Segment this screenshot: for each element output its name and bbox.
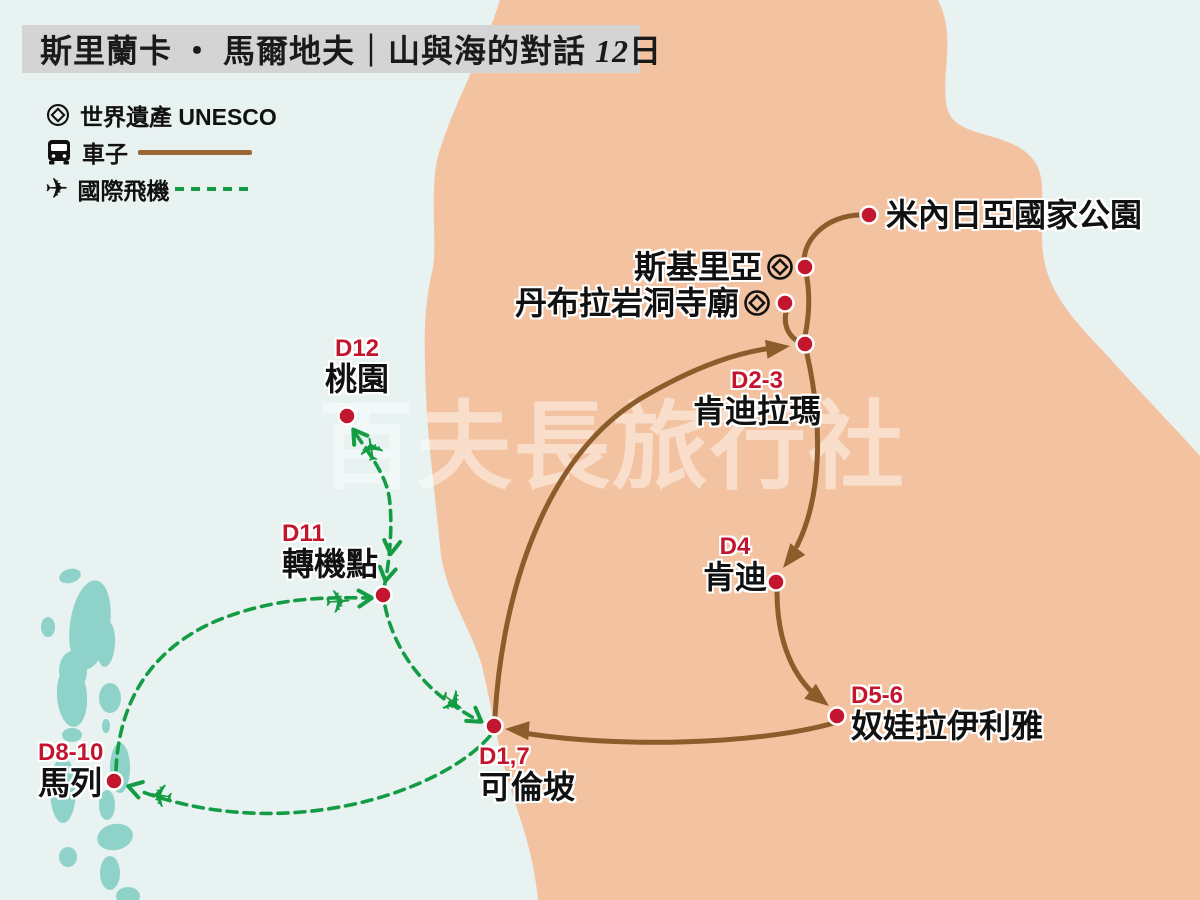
marker-transfer — [373, 585, 393, 605]
marker-dambulla — [775, 293, 795, 313]
location-name: 米內日亞國家公園 — [886, 197, 1143, 233]
arrow-into-taoyuan — [351, 427, 370, 447]
legend-label-bus: 車子 — [82, 141, 128, 167]
location-name: 轉機點 — [282, 545, 379, 582]
arrow-into-colombo-bus — [505, 721, 530, 741]
legend-row-bus: 車子 — [45, 137, 277, 167]
marker-male — [104, 771, 124, 791]
arrow-into-nuwara — [804, 683, 829, 706]
flight-routes — [114, 428, 492, 816]
arrow-into-colombo-flight — [464, 705, 484, 724]
arrow-down-mid — [382, 538, 403, 556]
legend-row-flight: ✈ 國際飛機 — [45, 174, 277, 204]
location-name: 桃園 — [324, 360, 389, 397]
bus-route-kandalama-kandy — [794, 351, 821, 549]
label-nuwara-eliya: D5-6 奴娃拉伊利雅 — [851, 683, 1043, 743]
day-badge: D1,7 — [479, 743, 530, 770]
location-name: 奴娃拉伊利雅 — [851, 707, 1044, 744]
day-badge: D11 — [282, 520, 325, 547]
marker-minneriya — [859, 205, 879, 225]
unesco-icon — [46, 103, 70, 127]
flight-route-transfer-taoyuan — [351, 428, 393, 590]
arrow-into-kandalama — [764, 339, 790, 359]
label-minneriya: 米內日亞國家公園 — [886, 198, 1142, 233]
marker-colombo — [484, 716, 504, 736]
airplane-icon: ✈ — [45, 172, 69, 205]
day-badge: D2-3 — [730, 367, 784, 394]
unesco-icon — [744, 290, 770, 317]
legend-label-unesco: 世界遺產 UNESCO — [80, 104, 277, 130]
map-legend: 世界遺產 UNESCO 車子 ✈ 國際飛機 — [45, 100, 277, 204]
arrow-into-kandy — [783, 543, 806, 568]
arrow-into-male — [126, 780, 145, 800]
bus-route-colombo-kandalama — [492, 345, 775, 719]
bus-route-arrows — [505, 339, 829, 741]
label-kandy: D4 肯迪 — [645, 534, 825, 594]
flight-route-transfer-colombo — [383, 604, 481, 723]
day-badge: D5-6 — [851, 682, 904, 709]
bus-route-nuwara-colombo — [521, 720, 837, 745]
day-badge: D12 — [334, 335, 380, 362]
day-badge: D4 — [719, 533, 751, 560]
flight-route-male-transfer — [114, 595, 368, 772]
marker-nuwara-eliya — [827, 706, 847, 726]
bus-route-kandy-nuwara — [774, 589, 817, 697]
location-name: 斯基里亞 — [633, 249, 762, 285]
title-day-unit: 日 — [629, 33, 663, 69]
location-name: 可倫坡 — [479, 768, 576, 805]
label-taoyuan: D12 桃園 — [297, 336, 417, 396]
location-name: 肯迪拉瑪 — [692, 392, 821, 429]
location-name: 馬列 — [38, 764, 103, 801]
marker-kandalama — [795, 334, 815, 354]
title-day-number: 12 — [595, 33, 630, 69]
page-title: 斯里蘭卡 ・ 馬爾地夫｜山與海的對話 12日 — [40, 26, 662, 72]
label-dambulla: 丹布拉岩洞寺廟 — [500, 286, 772, 321]
plane-icon-left: ✈ — [144, 775, 176, 816]
legend-label-flight: 國際飛機 — [77, 178, 170, 204]
label-colombo: D1,7 可倫坡 — [479, 744, 575, 804]
plane-icon-right: ✈ — [323, 582, 352, 622]
marker-kandy — [766, 572, 786, 592]
legend-flight-line — [175, 187, 256, 191]
arrow-into-transfer-from-male — [356, 588, 374, 609]
legend-row-unesco: 世界遺產 UNESCO — [45, 100, 277, 130]
label-male: D8-10 馬列 — [38, 740, 103, 800]
bus-routes — [492, 212, 864, 745]
maldives-islands — [41, 568, 140, 900]
location-name: 丹布拉岩洞寺廟 — [514, 285, 739, 321]
marker-sigiriya — [795, 257, 815, 277]
label-kandalama: D2-3 肯迪拉瑪 — [647, 368, 867, 428]
plane-icon-up: ✈ — [351, 432, 393, 465]
location-name: 肯迪 — [702, 558, 767, 595]
sri-lanka-landmass — [424, 0, 1200, 900]
location-markers — [104, 205, 879, 791]
title-text: 斯里蘭卡 ・ 馬爾地夫｜山與海的對話 — [40, 33, 587, 69]
unesco-icon — [767, 254, 793, 281]
day-badge: D8-10 — [38, 739, 104, 766]
label-transfer: D11 轉機點 — [282, 521, 378, 581]
arrow-into-transfer-from-taoyuan — [377, 564, 398, 583]
bus-icon — [48, 140, 70, 165]
flight-route-colombo-male — [138, 734, 492, 816]
flight-route-arrows — [126, 427, 484, 800]
marker-taoyuan — [337, 406, 357, 426]
legend-bus-line — [138, 149, 252, 155]
label-sigiriya: 斯基里亞 — [615, 250, 795, 285]
header-bar: 斯里蘭卡 ・ 馬爾地夫｜山與海的對話 12日 — [22, 25, 661, 73]
watermark-text: 百夫長旅行社 — [318, 394, 906, 501]
